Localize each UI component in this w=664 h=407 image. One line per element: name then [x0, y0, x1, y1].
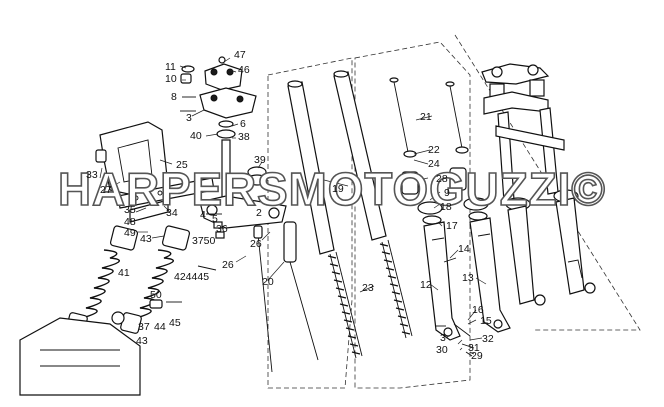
callout-label: 45 [169, 317, 181, 329]
callout-label: 43 [136, 335, 148, 347]
callout-label: 26 [250, 238, 262, 250]
steering-stem-assembly [199, 120, 287, 229]
callout-label: 22 [428, 144, 440, 156]
callout-label: 38 [238, 131, 250, 143]
callout-label: 32 [482, 333, 494, 345]
damper-rod-20 [253, 221, 319, 373]
fork-tube-19 [287, 70, 387, 255]
seal-and-bush-set [401, 146, 489, 225]
callout-label: 30 [436, 344, 448, 356]
callout-label: 28 [436, 173, 448, 185]
callout-label: 24 [428, 158, 440, 170]
swingarm-section [19, 311, 141, 396]
callout-label: 11 [165, 61, 176, 73]
small-hardware [149, 213, 475, 357]
headlight-bracket [95, 121, 215, 223]
callout-label: 6 [240, 118, 246, 130]
fork-springs-23 [327, 239, 413, 359]
callout-label: 424445 [174, 271, 209, 283]
callout-label: 36 [216, 223, 228, 235]
callout-label: 3 [440, 332, 446, 344]
callout-label: 4 [200, 209, 206, 221]
callout-label: 3750 [192, 235, 216, 247]
callout-label: 49 [124, 227, 136, 239]
callout-label: 40 [190, 130, 202, 142]
callout-label: 43 [140, 233, 152, 245]
callout-label: 50 [150, 289, 162, 301]
callout-label: 5 [212, 213, 218, 225]
assembled-front-fork [481, 63, 596, 306]
fork-slider-right [469, 217, 511, 333]
callout-label: 2 [256, 207, 262, 219]
fork-slider-left [423, 221, 461, 341]
callout-label: 47 [234, 49, 246, 61]
callout-label: 27 [100, 184, 112, 196]
callout-label: 46 [238, 64, 250, 76]
rear-shock-right [120, 225, 191, 334]
upper-bracket-assembly [180, 56, 257, 119]
callout-label: 44 [154, 321, 166, 333]
callout-label: 3 [186, 112, 192, 124]
callout-label: 15 [480, 315, 492, 327]
callout-label: 10 [165, 73, 177, 85]
callout-label: 33 [86, 169, 98, 181]
callout-labels: 47 11 46 10 8 3 6 40 38 39 25 27 33 34 3… [86, 49, 494, 362]
callout-label: 35 [124, 204, 136, 216]
callout-label: 16 [472, 304, 484, 316]
callout-label: 12 [420, 279, 432, 291]
callout-label: 34 [166, 207, 178, 219]
watermark-text: HARPERSMOTOGUZZI© [58, 163, 606, 215]
callout-label: 29 [471, 350, 483, 362]
callout-label: 23 [362, 282, 374, 294]
callout-label: 25 [176, 159, 188, 171]
callout-label: 19 [332, 183, 344, 195]
callout-label: 21 [420, 111, 432, 123]
callout-label: 17 [446, 220, 458, 232]
callout-label: 39 [254, 154, 266, 166]
callout-label: 8 [171, 91, 177, 103]
callout-label: 26 [222, 259, 234, 271]
callout-label: 9 [444, 187, 450, 199]
callout-label: 14 [458, 243, 470, 255]
inner-tube-21 [389, 77, 463, 153]
callout-label: 31 [468, 342, 480, 354]
callout-label: 18 [440, 201, 452, 213]
callout-label: 48 [124, 216, 136, 228]
callout-label: 37 [138, 321, 150, 333]
callout-label: 13 [462, 272, 474, 284]
leader-lines [99, 57, 487, 355]
callout-label: 20 [262, 276, 274, 288]
callout-label: 41 [118, 267, 130, 279]
